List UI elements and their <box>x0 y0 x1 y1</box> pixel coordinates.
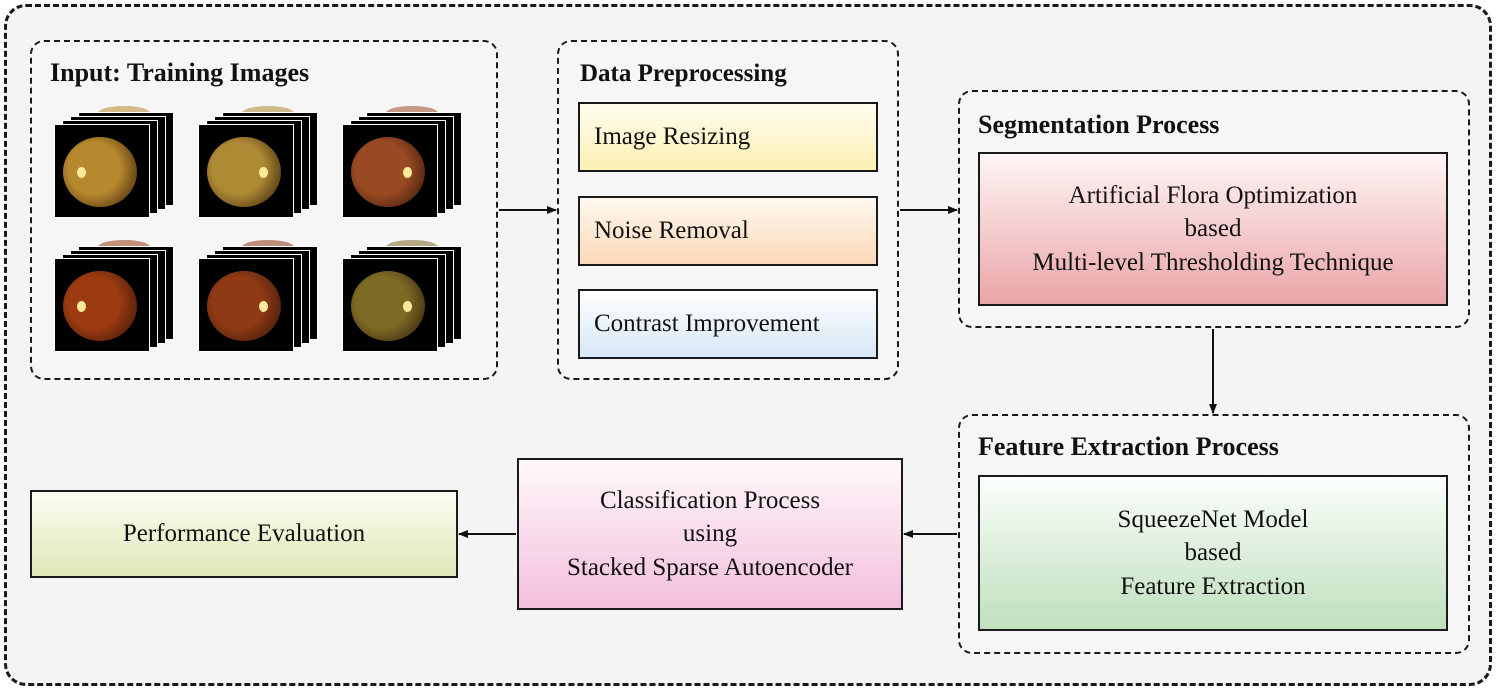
fundus-disc-area <box>63 137 137 207</box>
training-image-stack <box>196 238 318 358</box>
image-resizing-step: Image Resizing <box>578 102 878 172</box>
retinal-fundus-image-icon <box>54 258 150 352</box>
classification-line-3: Stacked Sparse Autoencoder <box>566 553 854 581</box>
training-image-stack <box>52 238 174 358</box>
segmentation-line-1: Artificial Flora Optimization <box>1068 182 1358 210</box>
input-title: Input: Training Images <box>50 58 310 87</box>
optic-disc <box>259 167 268 178</box>
segmentation-method: Artificial Flora Optimization based Mult… <box>978 152 1448 306</box>
feature-line-1: SqueezeNet Model <box>1117 506 1309 534</box>
segmentation-line-3: Multi-level Thresholding Technique <box>1032 248 1394 276</box>
classification-box: Classification Process using Stacked Spa… <box>517 458 903 610</box>
training-image-stack <box>340 104 462 224</box>
classification-line-1: Classification Process <box>599 487 821 515</box>
feature-line-2: based <box>1184 539 1242 567</box>
retinal-fundus-image-icon <box>54 124 150 218</box>
retinal-fundus-image-icon <box>342 258 438 352</box>
segmentation-line-2: based <box>1184 215 1242 243</box>
fundus-disc-area <box>207 137 281 207</box>
optic-disc <box>403 301 412 312</box>
noise-removal-step: Noise Removal <box>578 196 878 266</box>
preprocessing-title: Data Preprocessing <box>580 60 787 87</box>
training-image-stack <box>196 104 318 224</box>
contrast-improvement-step: Contrast Improvement <box>578 289 878 359</box>
fundus-disc-area <box>351 271 425 341</box>
optic-disc <box>77 167 86 178</box>
feature-extraction-title: Feature Extraction Process <box>978 432 1279 461</box>
fundus-disc-area <box>351 137 425 207</box>
performance-evaluation-box: Performance Evaluation <box>30 490 458 578</box>
retinal-fundus-image-icon <box>198 124 294 218</box>
fundus-disc-area <box>63 271 137 341</box>
feature-extraction-method: SqueezeNet Model based Feature Extractio… <box>978 475 1448 631</box>
optic-disc <box>259 301 268 312</box>
classification-line-2: using <box>682 520 738 548</box>
retinal-fundus-image-icon <box>198 258 294 352</box>
optic-disc <box>403 167 412 178</box>
retinal-fundus-image-icon <box>342 124 438 218</box>
feature-line-3: Feature Extraction <box>1120 572 1306 600</box>
training-image-stack <box>52 104 174 224</box>
training-image-stack <box>340 238 462 358</box>
optic-disc <box>77 301 86 312</box>
fundus-disc-area <box>207 271 281 341</box>
segmentation-title: Segmentation Process <box>978 110 1220 139</box>
